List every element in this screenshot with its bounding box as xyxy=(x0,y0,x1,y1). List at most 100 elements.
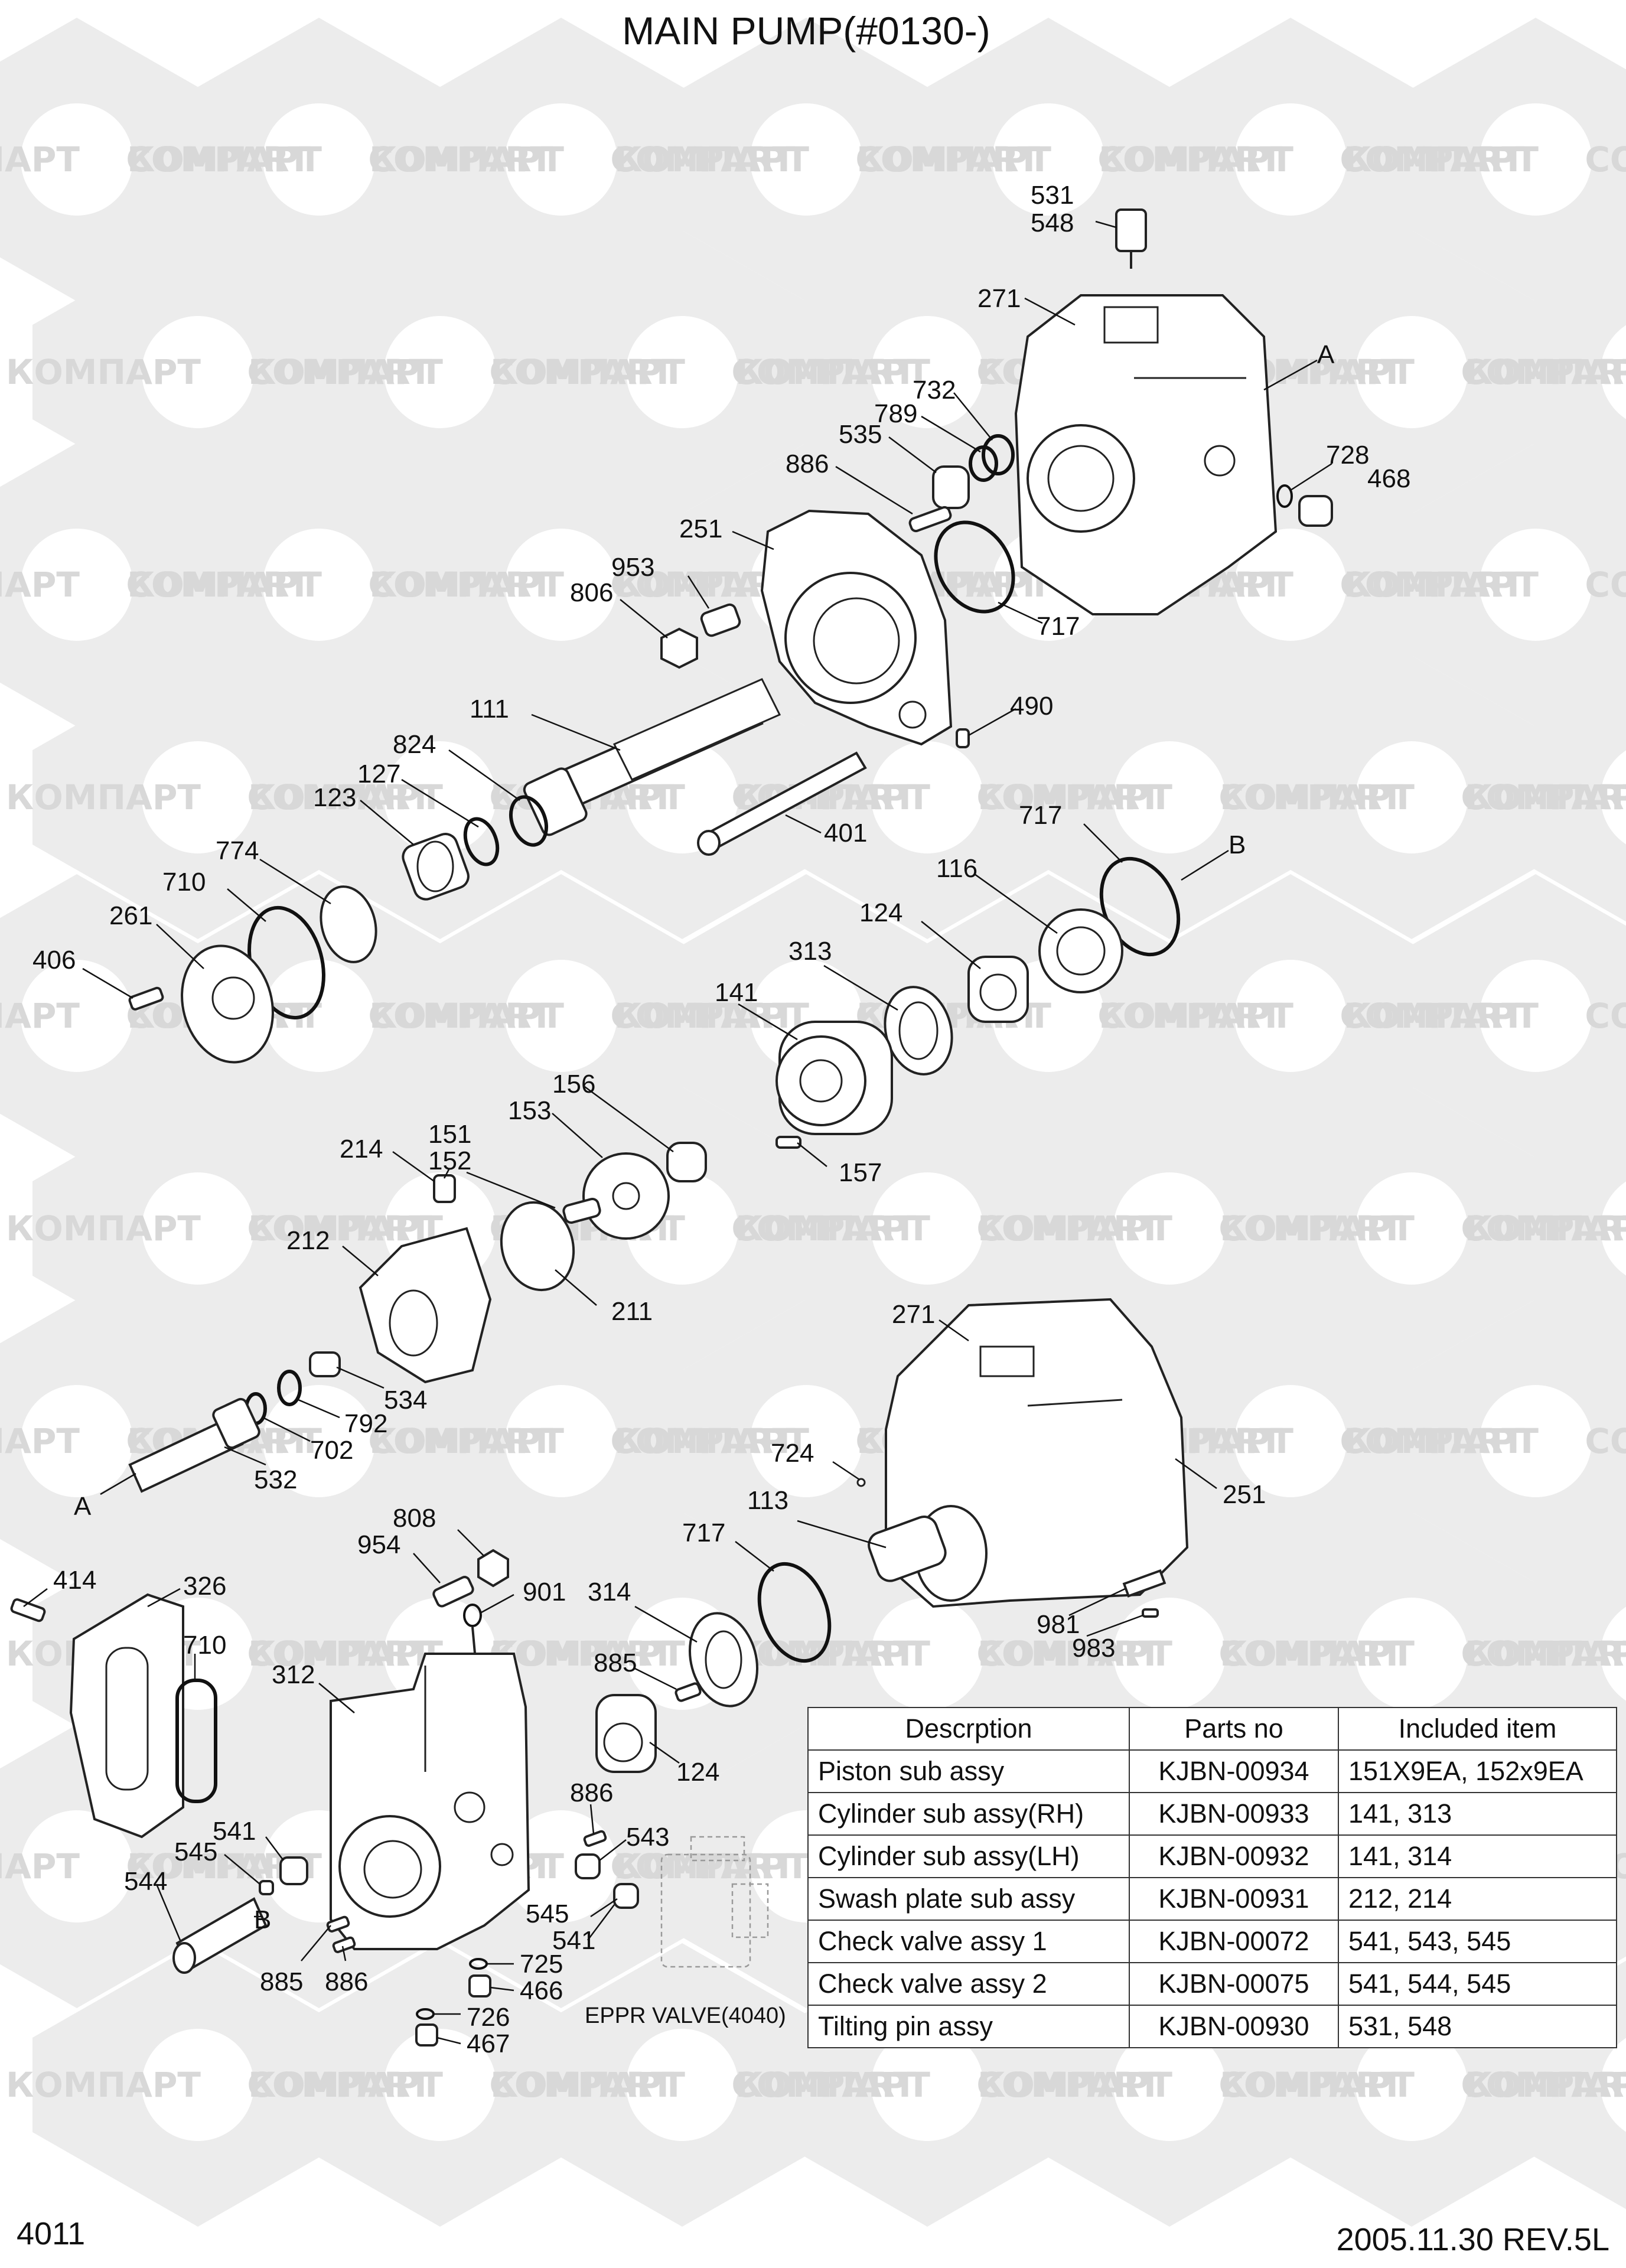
check-valve-541-left xyxy=(279,1856,308,1885)
check-valve-543 xyxy=(575,1853,601,1879)
nut-808 xyxy=(477,1549,509,1588)
watermark-text: КОМПАРТ xyxy=(1465,1208,1626,1249)
watermark-text: COMPART xyxy=(610,139,796,180)
set-plate-153 xyxy=(582,1152,670,1240)
tilting-pin-532 xyxy=(128,1397,260,1493)
watermark-text: COMPART xyxy=(610,996,796,1036)
spring-seat-535 xyxy=(932,465,970,509)
nut-806 xyxy=(660,627,698,669)
cell-included: 541, 544, 545 xyxy=(1338,1962,1617,2006)
revision-date: 2005.11.30 REV.5L xyxy=(1337,2222,1609,2257)
label-314: 314 xyxy=(588,1578,631,1606)
watermark-text: COMPART xyxy=(1461,2065,1626,2105)
watermark-text: КОМПАРТ xyxy=(614,1421,809,1461)
watermark-text: КОМПАРТ xyxy=(248,2065,443,2105)
cell-description: Check valve assy 1 xyxy=(807,1920,1130,1963)
gear-116 xyxy=(1038,908,1123,993)
pump-casing-upper xyxy=(1014,294,1278,615)
watermark-text: COMPART xyxy=(368,565,553,605)
label-414: 414 xyxy=(53,1566,96,1595)
label-153: 153 xyxy=(508,1096,551,1125)
label-127: 127 xyxy=(357,760,400,788)
label-724: 724 xyxy=(771,1439,814,1468)
watermark-text: КОМПАРТ xyxy=(6,777,201,817)
cell-part-no: KJBN-00930 xyxy=(1129,2005,1339,2048)
watermark-text: КОМПАРТ xyxy=(735,352,930,392)
watermark-text: COMPART xyxy=(126,139,311,180)
watermark-text: COMPART xyxy=(1218,1208,1404,1249)
label-261: 261 xyxy=(109,901,152,930)
watermark-text: КОМПАРТ xyxy=(0,1846,80,1886)
label-490: 490 xyxy=(1010,692,1053,721)
label-545: 545 xyxy=(174,1837,217,1866)
label-A-bot: A xyxy=(74,1492,92,1521)
watermark-text: КОМПАРТ xyxy=(856,139,1051,180)
label-B-mid: B xyxy=(1229,830,1246,859)
label-466: 466 xyxy=(520,1976,563,2005)
watermark-text: COMPART xyxy=(976,777,1162,817)
seal-cover-261 xyxy=(181,944,274,1064)
watermark-text: КОМПАРТ xyxy=(248,352,443,392)
watermark-text: COMPART xyxy=(731,352,917,392)
watermark-text: COMPART xyxy=(247,2065,432,2105)
watermark-text: КОМПАРТ xyxy=(1099,996,1293,1036)
seat-545-left xyxy=(259,1880,274,1895)
cell-part-no: KJBN-00934 xyxy=(1129,1749,1339,1793)
pin-157 xyxy=(775,1136,801,1149)
backup-ring-792 xyxy=(277,1370,302,1406)
cell-description: Piston sub assy xyxy=(807,1749,1130,1793)
watermark-text: КОМПАРТ xyxy=(735,1208,930,1249)
watermark-text: КОМПАРТ xyxy=(0,996,80,1036)
label-116: 116 xyxy=(936,854,977,883)
label-710: 710 xyxy=(183,1631,226,1660)
label-885: 885 xyxy=(260,1967,303,1996)
watermark-text: КОМПАРТ xyxy=(490,1634,685,1674)
watermark-text: КОМПАРТ xyxy=(614,139,809,180)
label-726: 726 xyxy=(467,2003,510,2032)
parts-table: Descrption Parts no Included item Piston… xyxy=(807,1707,1617,2048)
watermark-text: COMPART xyxy=(247,1208,432,1249)
watermark-text: КОМПАРТ xyxy=(1344,565,1539,605)
cell-included: 141, 313 xyxy=(1338,1792,1617,1836)
label-717: 717 xyxy=(682,1518,725,1547)
o-ring-710-lower xyxy=(175,1679,217,1803)
watermark-text: COMPART xyxy=(368,1421,553,1461)
watermark-text: КОМПАРТ xyxy=(369,1421,564,1461)
label-A-top: A xyxy=(1317,340,1335,369)
label-901: 901 xyxy=(523,1578,566,1606)
cell-part-no: KJBN-00933 xyxy=(1129,1792,1339,1836)
page-title: MAIN PUMP(#0130-) xyxy=(622,9,990,53)
label-541: 541 xyxy=(213,1817,256,1846)
label-981: 981 xyxy=(1037,1610,1080,1639)
label-214: 214 xyxy=(340,1135,383,1164)
watermark-text: COMPART xyxy=(976,1634,1162,1674)
watermark-text: COMPART xyxy=(1218,1634,1404,1674)
watermark-text: COMPART xyxy=(731,1208,917,1249)
label-725: 725 xyxy=(520,1950,563,1979)
watermark-text: КОМПАРТ xyxy=(614,996,809,1036)
tilting-pin-part xyxy=(1115,208,1147,269)
cylinder-block-141 xyxy=(775,1021,893,1135)
plug-544 xyxy=(172,1897,268,1974)
label-124: 124 xyxy=(676,1758,719,1787)
screw-954 xyxy=(432,1576,474,1608)
watermark-text: КОМПАРТ xyxy=(1220,1208,1415,1249)
watermark-text: COMPART xyxy=(247,352,432,392)
label-792: 792 xyxy=(344,1409,387,1438)
o-ring-717-upper xyxy=(934,520,1015,614)
bearing-123 xyxy=(402,833,470,901)
shoe-plate-211 xyxy=(500,1201,575,1292)
table-row: Swash plate sub assy KJBN-00931 212, 214 xyxy=(807,1877,1617,1921)
plug-466 xyxy=(468,1974,491,1997)
watermark-text: КОМПАРТ xyxy=(0,139,80,180)
label-545: 545 xyxy=(526,1899,569,1928)
watermark-text: КОМПАРТ xyxy=(735,2065,930,2105)
cell-description: Check valve assy 2 xyxy=(807,1962,1130,2006)
cell-included: 541, 543, 545 xyxy=(1338,1920,1617,1963)
label-717: 717 xyxy=(1019,801,1062,830)
watermark-text: COMPART xyxy=(1585,139,1626,180)
screw-953 xyxy=(700,603,741,637)
watermark: КОМПАРТCOMPARTКОМПАРТCOMPARTКОМПАРТCOMPA… xyxy=(0,18,1626,2227)
label-774: 774 xyxy=(216,836,259,865)
